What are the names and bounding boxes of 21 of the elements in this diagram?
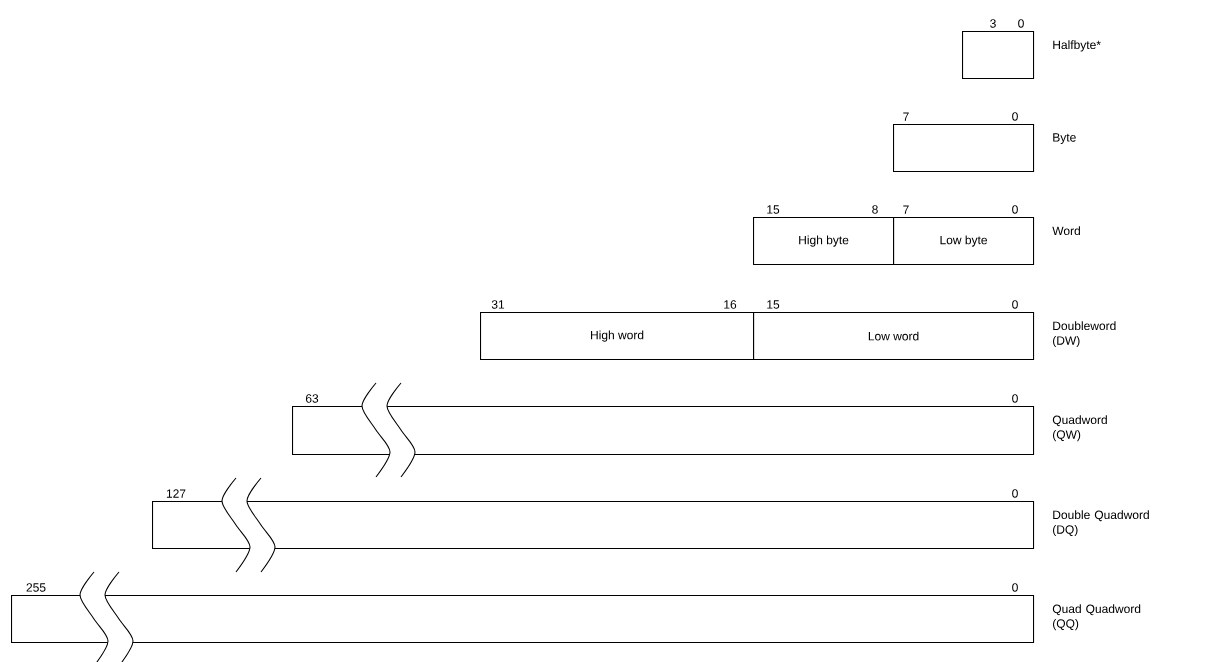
type-label: Quad Quadword (QQ) [1052,604,1141,631]
bit-number: 0 [1012,205,1018,214]
bit-number: 0 [1012,300,1018,309]
bit-number: 0 [1012,394,1018,403]
type-label: Doubleword (DW) [1053,321,1116,348]
bit-number: 0 [1012,489,1018,498]
field-box: High word [480,312,755,361]
type-label: Word [1052,226,1080,236]
type-label: Byte [1053,133,1076,144]
type-label: Halfbyte* [1053,40,1101,52]
field-box: Low byte [893,217,1035,266]
field-box: Low word [753,312,1035,361]
type-label: Quadword (QW) [1052,415,1107,442]
bit-number: 7 [903,205,909,214]
bit-number: 15 [767,300,780,309]
bit-number: 16 [724,300,737,309]
bit-number: 0 [1012,583,1018,592]
field-box: High byte [753,217,895,266]
bit-number: 8 [872,205,878,214]
type-label: Double Quadword (DQ) [1053,510,1149,537]
bit-number: 0 [1012,112,1018,121]
